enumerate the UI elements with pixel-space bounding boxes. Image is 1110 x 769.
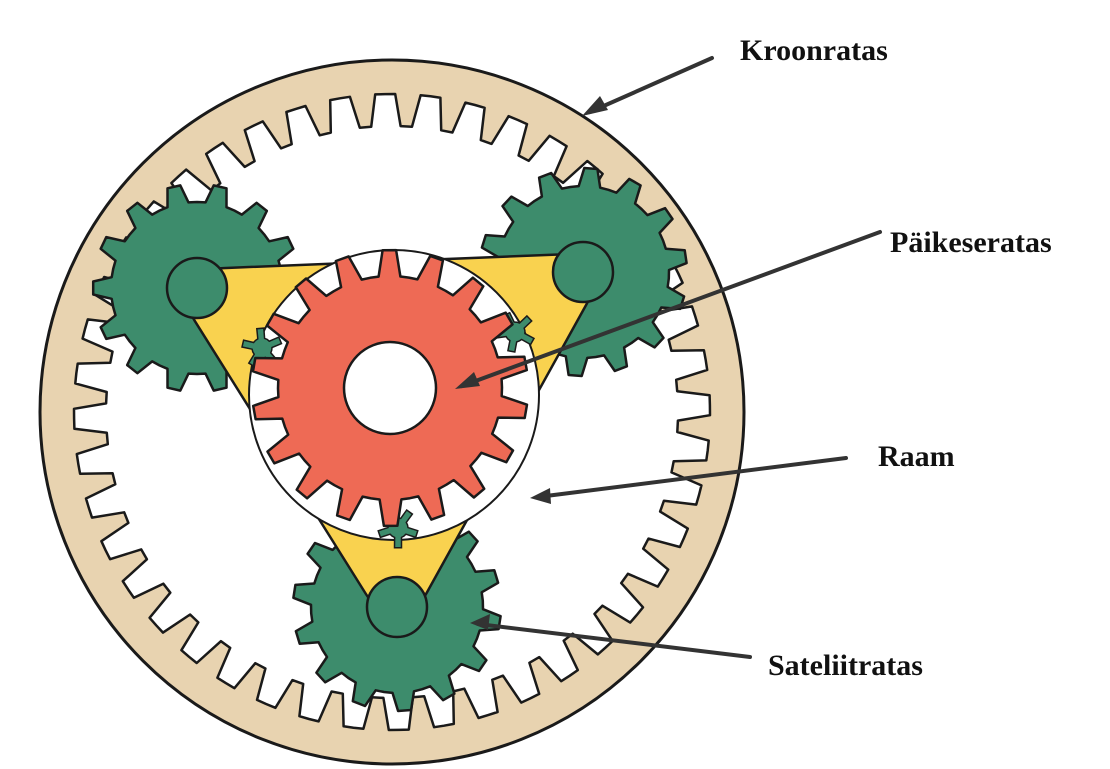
planet-pin-right [553, 242, 613, 302]
ring-gear-arrowhead [582, 96, 608, 116]
planet-pin-left [167, 258, 227, 318]
planet-pin-bottom [367, 577, 427, 637]
ring-gear-pointer [590, 58, 712, 112]
ring-gear-label: Kroonratas [740, 34, 888, 67]
carrier-label: Raam [878, 440, 955, 473]
planet-gear-label: Sateliitratas [768, 649, 923, 682]
sun-gear-bore [344, 342, 436, 434]
sun-gear-label: Päikeseratas [890, 226, 1052, 259]
